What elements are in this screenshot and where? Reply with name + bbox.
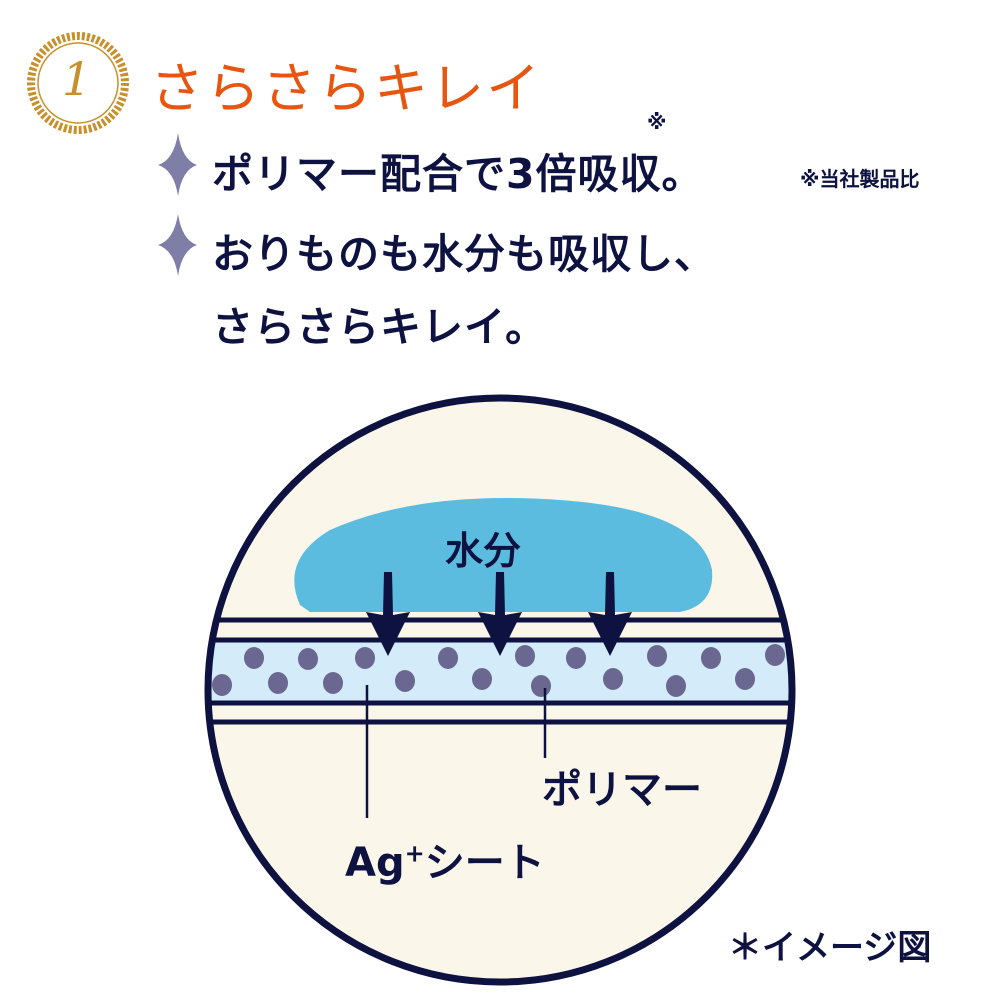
footnote: ※当社製品比 — [800, 167, 920, 191]
polymer-particle — [472, 668, 492, 690]
absorb-arrow-icon — [588, 572, 632, 656]
polymer-particle — [515, 645, 535, 667]
polymer-particle — [531, 675, 551, 697]
polymer-particle — [566, 647, 586, 669]
polymer-particle — [323, 672, 343, 694]
absorb-arrow-icon — [366, 572, 410, 656]
polymer-label: ポリマー — [542, 767, 702, 813]
polymer-particle — [438, 647, 458, 669]
bullet-2-line2: さらさらキレイ。 — [212, 303, 548, 351]
image-note: ＊イメージ図 — [728, 928, 932, 968]
star-icon — [158, 133, 197, 196]
moisture-label: 水分 — [445, 529, 522, 573]
sheet-label-sup: + — [404, 839, 425, 868]
page-title: さらさらキレイ — [150, 57, 542, 120]
badge-icon — [27, 32, 129, 134]
sheet-label: Ag+シート — [345, 830, 545, 888]
bullet-1-text: ポリマー配合で3倍吸収。 — [212, 150, 704, 198]
polymer-particle — [298, 648, 318, 670]
sheet-label-suffix: シート — [424, 840, 545, 886]
polymer-particle — [735, 668, 755, 690]
polymer-particle — [666, 675, 686, 697]
polymer-particle — [765, 644, 785, 666]
badge-number: 1 — [62, 52, 92, 106]
bullet-2-line1: おりものも水分も吸収し、 — [212, 230, 716, 278]
polymer-particle — [212, 674, 232, 696]
sheet-label-ag: Ag — [345, 840, 405, 886]
polymer-particle — [395, 670, 415, 692]
polymer-particle — [647, 645, 667, 667]
polymer-particle — [603, 668, 623, 690]
polymer-particle — [701, 647, 721, 669]
star-icon — [158, 214, 197, 276]
absorb-arrow-icon — [478, 572, 522, 656]
polymer-particle — [355, 647, 375, 669]
polymer-particle — [244, 647, 264, 669]
footnote-mark: ※ — [647, 110, 667, 134]
polymer-particle — [268, 672, 288, 694]
